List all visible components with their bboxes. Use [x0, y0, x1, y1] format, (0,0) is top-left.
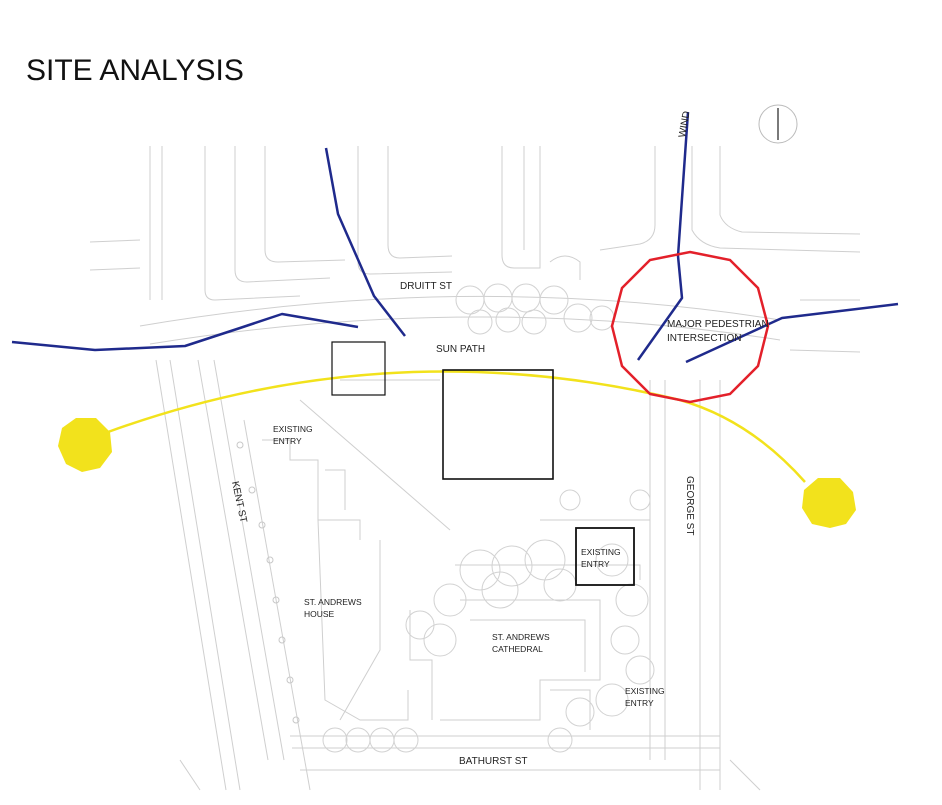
cathedral-label-line1: ST. ANDREWS [492, 632, 550, 642]
sun-icon-east [58, 418, 112, 472]
wind-label: WIND [677, 110, 692, 138]
north-arrow-icon [758, 104, 798, 144]
kent-st-label: KENT ST [229, 480, 249, 523]
tree-canopy [322, 283, 655, 753]
kent-street-bollards [236, 441, 300, 724]
wind-lines [11, 111, 899, 364]
intersection-label-line1: MAJOR PEDESTRIAN [667, 319, 769, 330]
st-andrews-house-label-line1: ST. ANDREWS [304, 597, 362, 607]
south-entry-label-line1: EXISTING [625, 686, 665, 696]
east-entry-label-line2: ENTRY [581, 559, 610, 569]
base-map [89, 146, 861, 791]
sun-icon-west [802, 478, 856, 528]
bathurst-st-label: BATHURST ST [459, 756, 528, 767]
intersection-circle [610, 250, 770, 404]
druitt-st-label: DRUITT ST [400, 281, 452, 292]
west-entry-label-line1: EXISTING [273, 424, 313, 434]
sun-path-arc [107, 370, 806, 483]
site-frames [331, 341, 635, 586]
intersection-label-line2: INTERSECTION [667, 333, 741, 344]
cathedral-label-line2: CATHEDRAL [492, 644, 543, 654]
west-entry-label-line2: ENTRY [273, 436, 302, 446]
east-entry-label-line1: EXISTING [581, 547, 621, 557]
south-entry-label-line2: ENTRY [625, 698, 654, 708]
george-st-label: GEORGE ST [684, 476, 695, 535]
sun-path-label: SUN PATH [436, 344, 485, 355]
page-title: SITE ANALYSIS [26, 54, 244, 87]
st-andrews-house-label-line2: HOUSE [304, 609, 335, 619]
